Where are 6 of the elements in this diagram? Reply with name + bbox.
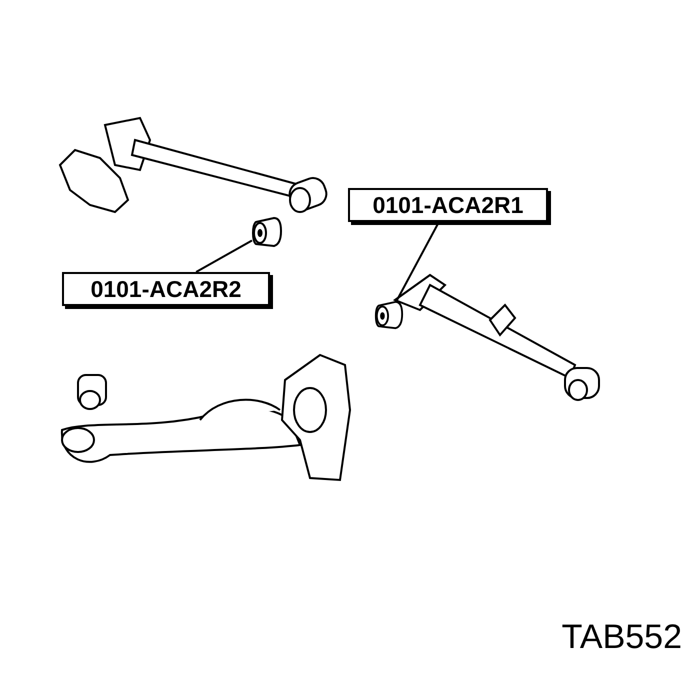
leader-line xyxy=(196,240,252,273)
bushing-drawing xyxy=(252,216,282,248)
part-number-label: 0101-ACA2R2 xyxy=(62,272,270,306)
part-number: TAB552 xyxy=(562,618,682,657)
part-number-label: 0101-ACA2R1 xyxy=(348,188,548,222)
bushing-drawing xyxy=(374,300,404,330)
